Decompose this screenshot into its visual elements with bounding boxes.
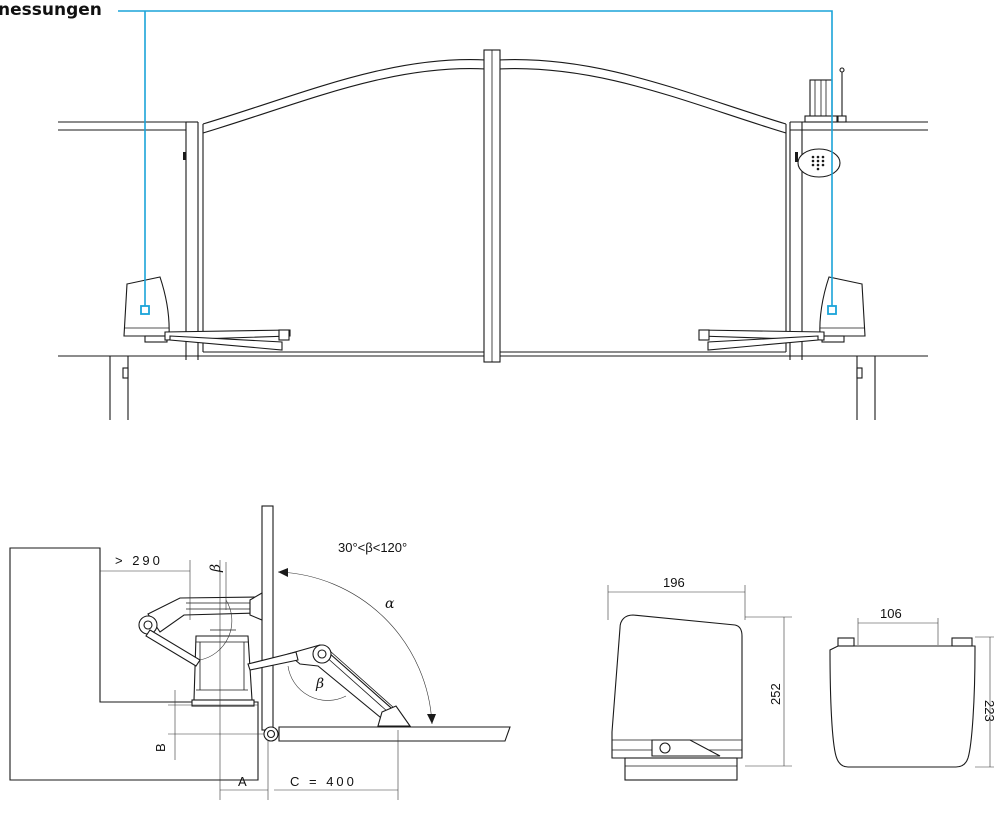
plan-dimensions: > 290 A B C = 400 30°<β<120° α β xyxy=(100,540,436,800)
open-leaf xyxy=(261,505,274,731)
beta-symbol-upper: β xyxy=(208,564,224,573)
clearance-label: > 290 xyxy=(115,553,163,568)
width-106-label: 106 xyxy=(880,606,902,621)
width-196-label: 196 xyxy=(663,575,685,590)
wiring-lines xyxy=(118,10,837,315)
diagram-title: nessungen xyxy=(0,0,102,20)
gate-leaves xyxy=(202,49,787,363)
label-a: A xyxy=(238,774,247,789)
depth-223-label: 223 xyxy=(982,700,994,722)
left-junction-marker xyxy=(140,305,150,315)
arm-open xyxy=(138,592,263,667)
plan-view: > 290 A B C = 400 30°<β<120° α β xyxy=(9,505,511,800)
label-b: B xyxy=(153,743,168,752)
right-junction-marker xyxy=(827,305,837,315)
alpha-symbol: α xyxy=(385,596,395,612)
gate-elevation: nessungen xyxy=(0,0,928,420)
beta-symbol-lower: β xyxy=(315,676,324,692)
closed-leaf xyxy=(278,726,511,742)
arm-closed xyxy=(247,644,412,727)
keypad-icon xyxy=(797,148,841,178)
label-c: C = 400 xyxy=(290,774,357,789)
left-wall xyxy=(58,121,199,420)
motor-top-view: 106 223 xyxy=(829,606,994,768)
plan-motor xyxy=(191,629,255,707)
pillar xyxy=(9,547,259,781)
motor-front-view: 196 252 xyxy=(607,575,792,781)
right-motor xyxy=(698,276,866,351)
angle-range-label: 30°<β<120° xyxy=(338,540,407,555)
height-252-label: 252 xyxy=(768,683,783,705)
flashing-lamp xyxy=(804,67,847,123)
